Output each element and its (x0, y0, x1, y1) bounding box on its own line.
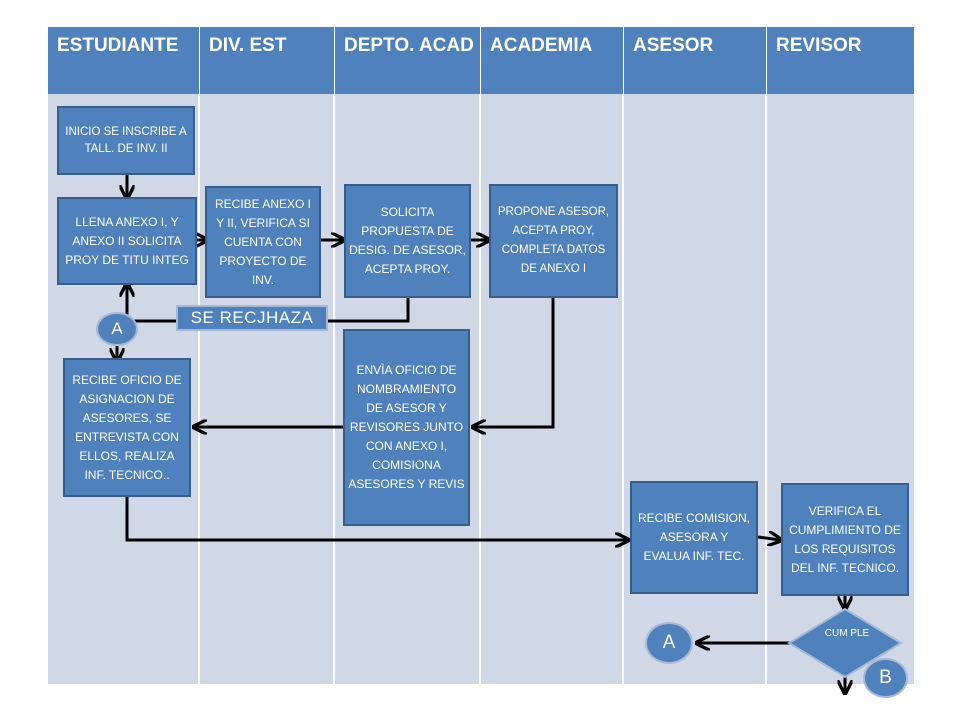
step-propone-asesor: PROPONE ASESOR, ACEPTA PROY, COMPLETA DA… (489, 184, 618, 298)
connector-a-top: A (96, 312, 138, 346)
arrow-recibe-oficio-to-comision (125, 497, 627, 540)
step-envia-oficio: ENVÌA OFICIO DE NOMBRAMIENTO DE ASESOR Y… (343, 329, 470, 526)
connector-a-bottom: A (645, 622, 693, 664)
lane-header-asesor: ASESOR (624, 27, 767, 94)
reject-label: SE RECJHAZA (176, 305, 328, 331)
step-recibe-comision: RECIBE COMISION, ASESORA Y EVALUA INF. T… (630, 481, 758, 594)
decision-label: CUM PLE (824, 628, 870, 639)
lane-header-depto-acad: DEPTO. ACAD (335, 27, 481, 94)
arrow-comision-to-verifica (757, 537, 780, 540)
step-recibe-oficio: RECIBE OFICIO DE ASIGNACION DE ASESORES,… (63, 358, 191, 497)
lane-header-div-est: DIV. EST (200, 27, 335, 94)
step-solicita-propuesta: SOLICITA PROPUESTA DE DESIG. DE ASESOR, … (344, 184, 471, 298)
lane-header-academia: ACADEMIA (481, 27, 624, 94)
arrow-propone-to-envia (474, 298, 555, 427)
step-llena-anexo: LLENA ANEXO I, Y ANEXO II SOLICITA PROY … (57, 197, 197, 285)
lane-header-estudiante: ESTUDIANTE (48, 27, 200, 94)
step-recibe-anexo: RECIBE ANEXO I Y II, VERIFICA SI CUENTA … (205, 186, 321, 298)
step-inicio: INICIO SE INSCRIBE A TALL. DE INV. II (57, 106, 195, 175)
lane-header-revisor: REVISOR (767, 27, 914, 94)
connector-b: B (863, 658, 908, 698)
step-verifica: VERIFICA EL CUMPLIMIENTO DE LOS REQUISIT… (781, 483, 909, 596)
